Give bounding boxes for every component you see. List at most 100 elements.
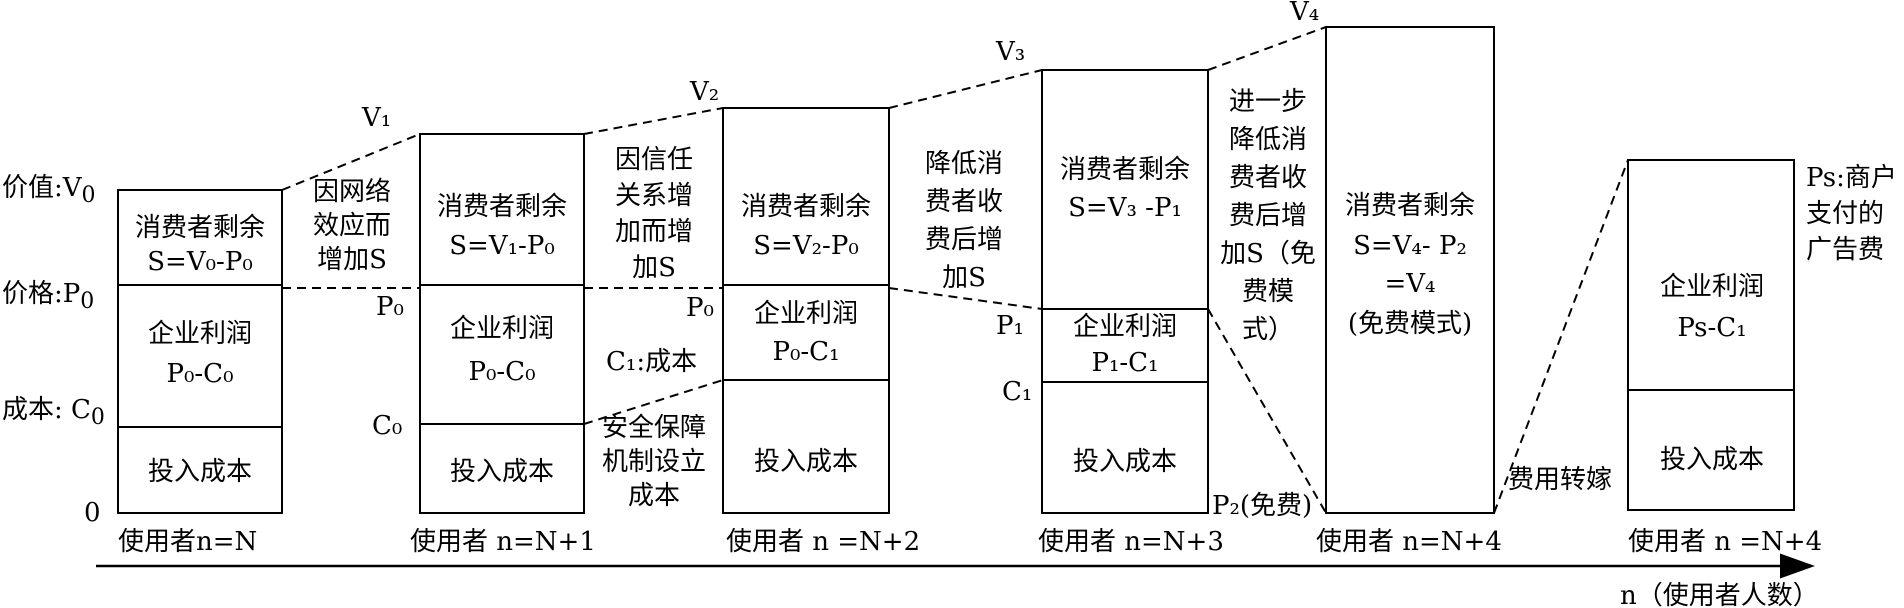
value-connector-3: [888, 69, 1043, 109]
annotation-ps-note-line: Ps:商户: [1806, 163, 1897, 193]
price-connector-4: [1207, 308, 1327, 514]
stage-2-surplus-formula: S=V₁-P₀: [449, 231, 555, 261]
annotation-further-reduce-line: 费模: [1242, 277, 1294, 307]
n-axis-label: n（使用者人数）: [1620, 581, 1819, 608]
cost-connector: [583, 379, 724, 425]
stage-6-caption: 使用者 n =N+4: [1628, 527, 1822, 557]
stage-6-profit-formula: Ps-C₁: [1677, 313, 1746, 343]
stage-3-surplus-formula: S=V₂-P₀: [753, 231, 859, 261]
stage-3-caption: 使用者 n =N+2: [726, 527, 920, 557]
stage-1-surplus-formula: S=V₀-P₀: [147, 247, 253, 277]
stage-5-free-mode: (免费模式): [1348, 309, 1472, 339]
annotation-ps-note: Ps:商户 支付的 广告费: [1806, 163, 1897, 265]
zero-label: 0: [84, 498, 101, 528]
stage-2-price-label: P₀: [376, 292, 404, 322]
annotation-trust: 因信任 关系增 加而增 加S: [615, 145, 693, 283]
stage-4-profit-title: 企业利润: [1073, 312, 1177, 342]
annotation-further-reduce-line: 费者收: [1229, 163, 1307, 193]
annotation-reduce-fee-line: 费者收: [925, 187, 1003, 217]
stage-5-surplus-formula: S=V₄- P₂: [1353, 231, 1467, 261]
annotation-safety-line: 安全保障: [602, 413, 706, 443]
annotation-further-reduce-line: 进一步: [1229, 87, 1307, 117]
value-connector-1: [281, 133, 421, 191]
stage-6-box: 企业利润 Ps-C₁ 投入成本: [1627, 159, 1795, 511]
stage-2-cost-label: C₀: [372, 411, 402, 441]
stage-4-surplus-title: 消费者剩余: [1060, 155, 1190, 185]
stage-1-cost-title: 投入成本: [148, 457, 252, 487]
stage-1-surplus-title: 消费者剩余: [135, 213, 265, 243]
stage-5-surplus-equals: =V₄: [1385, 269, 1436, 299]
annotation-ps-note-line: 广告费: [1806, 235, 1884, 265]
annotation-further-reduce-line: 费后增: [1229, 201, 1307, 231]
stage-6-profit-title: 企业利润: [1660, 272, 1764, 302]
stage-4-cost-title: 投入成本: [1073, 447, 1177, 477]
stage-3-profit-title: 企业利润: [754, 299, 858, 329]
annotation-trust-line: 加S: [632, 253, 676, 283]
stage-4-surplus-formula: S=V₃ -P₁: [1068, 193, 1182, 223]
dashed-connectors: [281, 26, 1629, 514]
stage-2-caption: 使用者 n=N+1: [410, 527, 596, 557]
stage-2-cost-title: 投入成本: [450, 457, 554, 487]
stage-2-box: 消费者剩余 S=V₁-P₀ 企业利润 P₀-C₀ 投入成本: [419, 133, 585, 514]
stage-3-cost-title: 投入成本: [754, 447, 858, 477]
stage-3-outline: [722, 107, 890, 514]
stage-5-top-label: V₄: [1289, 0, 1319, 27]
annotation-network-effect-line: 增加S: [317, 245, 387, 275]
stage-4-profit-formula: P₁-C₁: [1091, 348, 1158, 378]
annotation-reduce-fee-line: 加S: [942, 263, 986, 293]
annotation-network-effect: 因网络 效应而 增加S: [313, 177, 391, 275]
annotation-further-reduce-line: 降低消: [1229, 125, 1307, 155]
stage-5-outline: [1325, 26, 1495, 514]
value-label: 价值:V0: [2, 173, 96, 208]
annotation-safety: 安全保障 机制设立 成本: [602, 413, 706, 511]
stage-4-caption: 使用者 n=N+3: [1038, 527, 1224, 557]
stage-3-profit-formula: P₀-C₁: [772, 337, 839, 367]
stage-4-bottom-label: P₂(免费): [1212, 491, 1312, 521]
annotation-network-effect-line: 因网络: [313, 177, 391, 207]
stage-3-cost-label: C₁:成本: [606, 347, 697, 377]
transfer-connector: [1493, 159, 1629, 514]
annotation-reduce-fee-line: 费后增: [925, 225, 1003, 255]
stage-3-box: 消费者剩余 S=V₂-P₀ 企业利润 P₀-C₁ 投入成本: [722, 107, 890, 514]
annotation-trust-line: 加而增: [615, 217, 693, 247]
annotation-transfer: 费用转嫁: [1508, 465, 1612, 495]
stage-3-surplus-title: 消费者剩余: [741, 192, 871, 222]
stage-2-profit-formula: P₀-C₀: [468, 357, 535, 387]
stage-2-outline: [419, 133, 585, 514]
stage-5-box: 消费者剩余 S=V₄- P₂ =V₄ (免费模式): [1325, 26, 1495, 514]
stage-1-caption: 使用者n=N: [118, 527, 257, 557]
stage-1-profit-formula: P₀-C₀: [166, 359, 233, 389]
stage-5-surplus-title: 消费者剩余: [1345, 191, 1475, 221]
stage-4-box: 消费者剩余 S=V₃ -P₁ 企业利润 P₁-C₁ 投入成本: [1041, 69, 1209, 514]
annotation-ps-note-line: 支付的: [1806, 199, 1884, 229]
stage-3-price-label: P₀: [686, 293, 714, 323]
stage-1-box: 消费者剩余 S=V₀-P₀ 企业利润 P₀-C₀ 投入成本: [117, 189, 283, 514]
annotation-safety-line: 机制设立: [602, 447, 706, 477]
left-axis-labels: 价值:V0 价格:P0 成本: C0 0: [2, 173, 105, 528]
annotation-network-effect-line: 效应而: [313, 211, 391, 241]
stage-1-outline: [117, 189, 283, 514]
stage-4-price-label: P₁: [996, 311, 1024, 341]
stage-1-profit-title: 企业利润: [148, 319, 252, 349]
stage-5-caption: 使用者 n=N+4: [1316, 527, 1502, 557]
annotation-further-reduce-line: 加S（免: [1220, 239, 1316, 269]
stage-6-cost-title: 投入成本: [1660, 445, 1764, 475]
price-connector-3: [888, 287, 1043, 310]
annotation-safety-line: 成本: [628, 481, 680, 511]
annotation-further-reduce: 进一步 降低消 费者收 费后增 加S（免 费模 式）: [1220, 87, 1316, 345]
stage-2-surplus-title: 消费者剩余: [437, 192, 567, 222]
value-connector-2: [583, 107, 724, 135]
stage-2-profit-title: 企业利润: [450, 314, 554, 344]
stage-4-top-label: V₃: [995, 37, 1025, 67]
stage-4-cost-label: C₁: [1002, 377, 1032, 407]
annotation-reduce-fee: 降低消 费者收 费后增 加S: [925, 149, 1003, 293]
price-label: 价格:P0: [2, 279, 94, 314]
stage-6-outline: [1627, 159, 1795, 511]
annotation-reduce-fee-line: 降低消: [925, 149, 1003, 179]
cost-label: 成本: C0: [2, 395, 105, 430]
stage-4-outline: [1041, 69, 1209, 514]
stage-3-top-label: V₂: [689, 77, 719, 107]
annotation-further-reduce-line: 式）: [1242, 315, 1294, 345]
annotation-trust-line: 因信任: [615, 145, 693, 175]
